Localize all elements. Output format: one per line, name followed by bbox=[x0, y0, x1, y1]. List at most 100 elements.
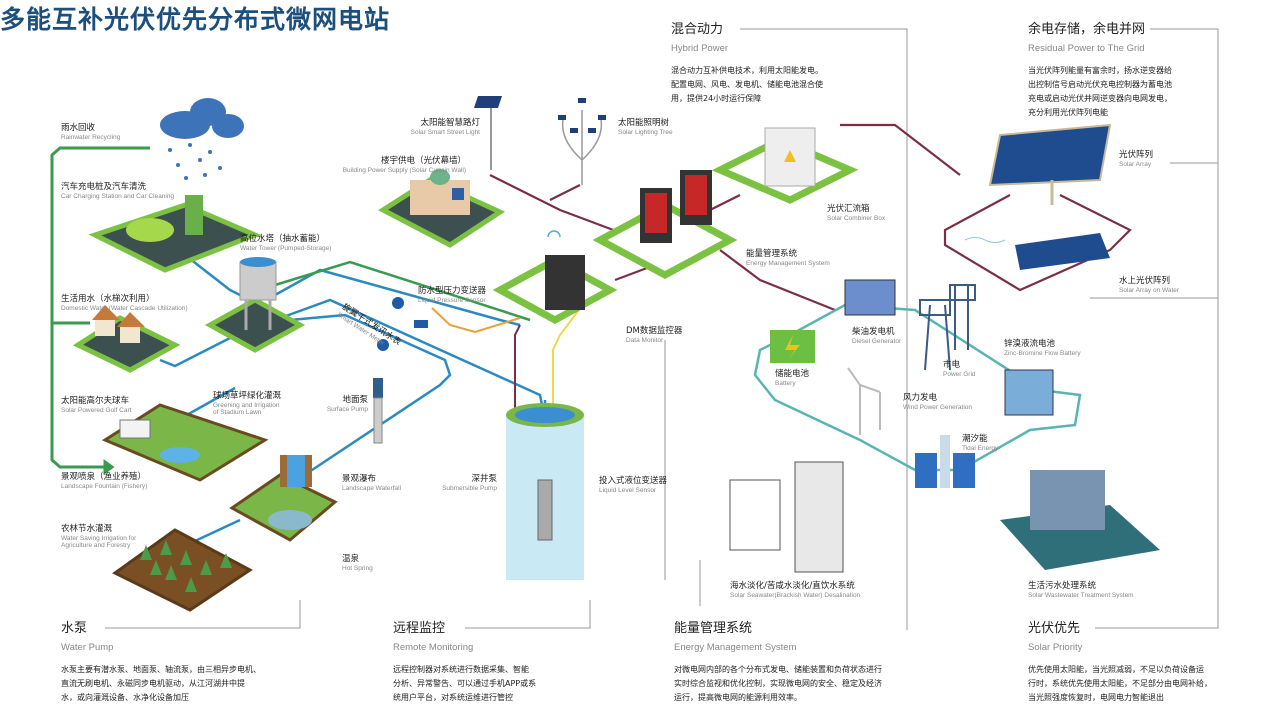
label-zh: 风力发电 bbox=[903, 393, 938, 403]
text-line: 运行，提高微电网的能源利用效率。 bbox=[674, 693, 802, 702]
desalination-icon bbox=[729, 461, 844, 573]
label-en: Surface Pump bbox=[326, 405, 368, 413]
tidal-energy-icon bbox=[915, 435, 975, 488]
label-en: Submersible Pump bbox=[442, 484, 497, 492]
car-icon bbox=[126, 195, 203, 242]
label-zh: 生活污水处理系统 bbox=[1028, 581, 1097, 591]
label-en: Car Charging Station and Car Cleaning bbox=[61, 192, 175, 200]
text-line: 远程控制器对系统进行数据采集、智能 bbox=[393, 665, 529, 674]
water-meter-icon bbox=[377, 297, 428, 351]
section-title: 余电存储，余电并网 bbox=[1028, 22, 1146, 37]
section-water-pump: 水泵 Water Pump 水泵主要有潜水泵、地面泵、轴流泵，由三相异步电机、 … bbox=[61, 617, 301, 705]
inverter-icon bbox=[640, 170, 712, 243]
building-icon bbox=[410, 169, 470, 215]
section-residual-power: 余电存储，余电并网 Residual Power to The Grid 当光伏… bbox=[1028, 18, 1228, 120]
label-en: Solar Array on Water bbox=[1119, 286, 1180, 294]
label-en: Solar Seawater(Brackish Water) Desalinat… bbox=[730, 591, 861, 599]
text-line: 实时综合监视和优化控制，实现微电网的安全、稳定及经济 bbox=[674, 679, 882, 688]
combiner-box-icon bbox=[764, 127, 816, 187]
rain-drops-icon bbox=[168, 143, 222, 180]
section-subtitle: Residual Power to The Grid bbox=[1028, 43, 1145, 54]
forest-icon bbox=[140, 540, 232, 592]
label-en: Hot Spring bbox=[342, 564, 373, 572]
section-body: 混合动力互补供电技术，利用太阳能发电。 配置电网、风电、发电机、储能电池混合使 … bbox=[671, 64, 901, 106]
label-zh: 楼宇供电（光伏幕墙） bbox=[380, 156, 466, 166]
label-en: Solar Combiner Box bbox=[827, 214, 886, 222]
battery-icon bbox=[770, 330, 815, 363]
label-en: Greening and Irrigation bbox=[213, 401, 280, 409]
data-monitor-icon bbox=[545, 230, 585, 310]
text-line: 优先使用太阳能，当光照减弱，不足以负荷设备运 bbox=[1028, 665, 1204, 674]
text-line: 出控制信号启动光伏充电控制器为蓄电池 bbox=[1028, 80, 1172, 89]
surface-pump-icon bbox=[373, 378, 383, 444]
label-en: Energy Management System bbox=[746, 259, 830, 267]
section-title: 远程监控 bbox=[393, 621, 446, 636]
well-icon bbox=[506, 403, 584, 580]
label-en: Zinc-Bromine Flow Battery bbox=[1004, 349, 1081, 357]
section-subtitle: Water Pump bbox=[61, 642, 114, 653]
label-zh: 潮汐能 bbox=[962, 434, 988, 444]
label-en: Liquid Pressure Sensor bbox=[418, 296, 486, 304]
label-en: Landscape Fountain (Fishery) bbox=[61, 482, 148, 490]
microgrid-loop bbox=[753, 303, 1082, 472]
zinc-bromine-battery-icon bbox=[1004, 369, 1054, 416]
label-en: Wind Power Generation bbox=[903, 403, 973, 411]
houses-icon bbox=[92, 305, 145, 343]
label-en: Rainwater Recycling bbox=[61, 133, 121, 141]
label-zh: 投入式液位变送器 bbox=[599, 476, 668, 486]
section-title: 水泵 bbox=[61, 621, 88, 636]
section-title: 光伏优先 bbox=[1028, 621, 1081, 636]
label-zh: 深井泵 bbox=[471, 474, 497, 484]
section-hybrid-power: 混合动力 Hybrid Power 混合动力互补供电技术，利用太阳能发电。 配置… bbox=[671, 18, 901, 106]
cloud-icon bbox=[160, 98, 244, 139]
wind-turbine-icon bbox=[847, 367, 881, 435]
platform-car bbox=[88, 202, 262, 273]
label-en: Building Power Supply (Solar Curtain Wal… bbox=[342, 166, 466, 174]
golf-cart-icon bbox=[119, 419, 200, 463]
section-subtitle: Solar Priority bbox=[1028, 642, 1083, 653]
section-title: 混合动力 bbox=[671, 22, 724, 37]
label-zh: 地面泵 bbox=[342, 395, 368, 405]
section-body: 当光伏阵列能量有富余时，扬水逆变器给 出控制信号启动光伏充电控制器为蓄电池 充电… bbox=[1028, 64, 1228, 120]
solar-array-icon bbox=[988, 123, 1112, 205]
label-en: Landscape Waterfall bbox=[342, 484, 402, 492]
label-building-power: 楼宇供电（光伏幕墙）Building Power Supply (Solar C… bbox=[300, 156, 466, 174]
label-zh: DM数据监控器 bbox=[626, 326, 683, 336]
section-title: 能量管理系统 bbox=[674, 621, 753, 636]
label-zh: 景观喷泉（渔业养殖） bbox=[61, 472, 147, 482]
label-en: Battery bbox=[775, 379, 796, 387]
section-frames bbox=[105, 28, 1219, 630]
platform-waterfall bbox=[229, 473, 338, 542]
label-zh: 锌溴液流电池 bbox=[1004, 339, 1056, 349]
label-en: of Stadium Lawn bbox=[213, 409, 262, 417]
green-pipes bbox=[274, 260, 531, 322]
section-solar-priority: 光伏优先 Solar Priority 优先使用太阳能，当光照减弱，不足以负荷设… bbox=[1028, 617, 1238, 705]
label-zh: 光伏汇流箱 bbox=[827, 204, 870, 214]
label-zh: 球场草坪绿化灌溉 bbox=[213, 391, 282, 401]
text-line: 配置电网、风电、发电机、储能电池混合使 bbox=[671, 80, 823, 89]
label-water-tower: 高位水塔（抽水蓄能）Water Tower (Pumped-Storage) bbox=[240, 234, 331, 252]
label-zh: 景观瀑布 bbox=[342, 474, 377, 484]
label-en: Water Saving Irrigation for bbox=[61, 534, 137, 542]
text-line: 分析、异常警告、可以通过手机APP或系 bbox=[393, 679, 537, 688]
label-fountain: 景观喷泉（渔业养殖）Landscape Fountain (Fishery) bbox=[61, 472, 148, 490]
text-line: 水，或向灌溉设备、水净化设备加压 bbox=[61, 693, 189, 702]
label-en: Solar Powered Golf Cart bbox=[61, 406, 132, 414]
label-zh: 能量管理系统 bbox=[746, 249, 798, 259]
text-line: 当光伏阵列能量有富余时，扬水逆变器给 bbox=[1028, 66, 1172, 75]
label-en: Diesel Generator bbox=[852, 337, 902, 345]
section-body: 对微电网内部的各个分布式发电、储能装置和负荷状态进行 实时综合监视和优化控制，实… bbox=[674, 663, 914, 705]
